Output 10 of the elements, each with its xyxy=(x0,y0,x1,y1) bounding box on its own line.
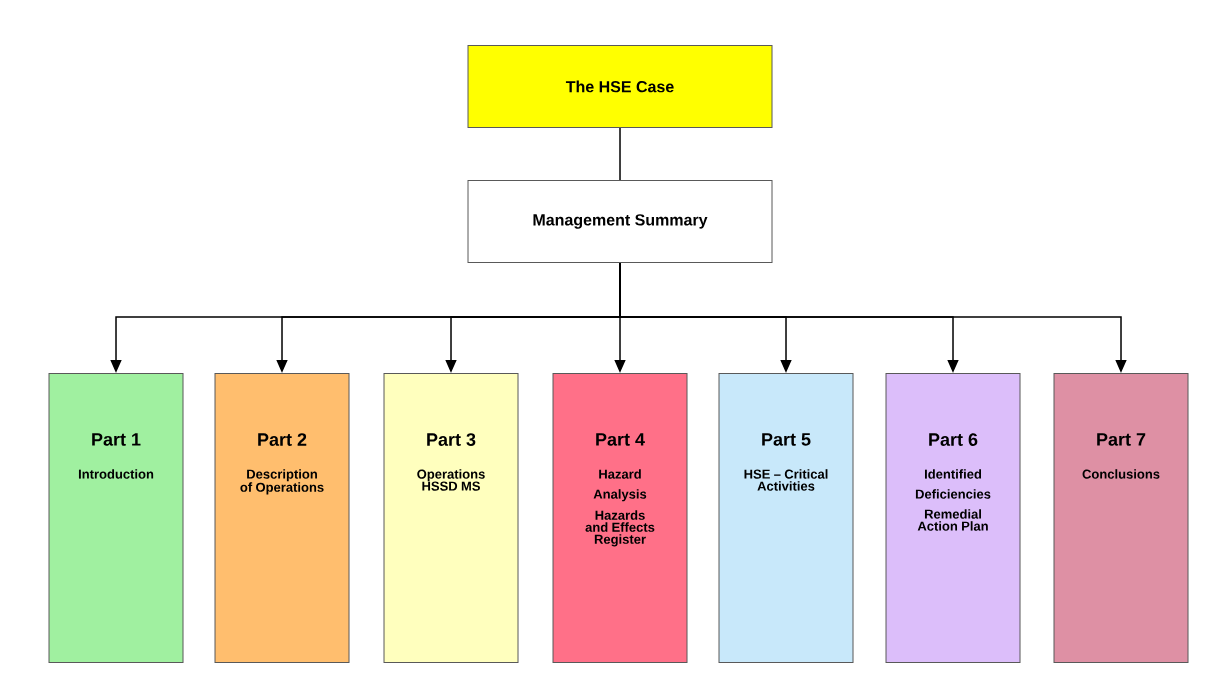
section-box: Part 4 Hazard Analysis Hazards and Effects Register xyxy=(552,373,688,663)
summary-box: Management Summary xyxy=(467,180,773,263)
section-box: Part 3 Operations HSSD MS xyxy=(383,373,519,663)
section-box: Part 2 Description of Operations xyxy=(214,373,350,663)
section-box: Part 1 Introduction xyxy=(48,373,184,663)
section-box: Part 7 Conclusions xyxy=(1053,373,1189,663)
section-box: Part 5 HSE – Critical Activities xyxy=(718,373,854,663)
connector-line xyxy=(619,127,621,181)
section-box: Part 6 Identified Deficiencies Remedial Action Plan xyxy=(885,373,1021,663)
title-box: The HSE Case xyxy=(467,45,773,128)
